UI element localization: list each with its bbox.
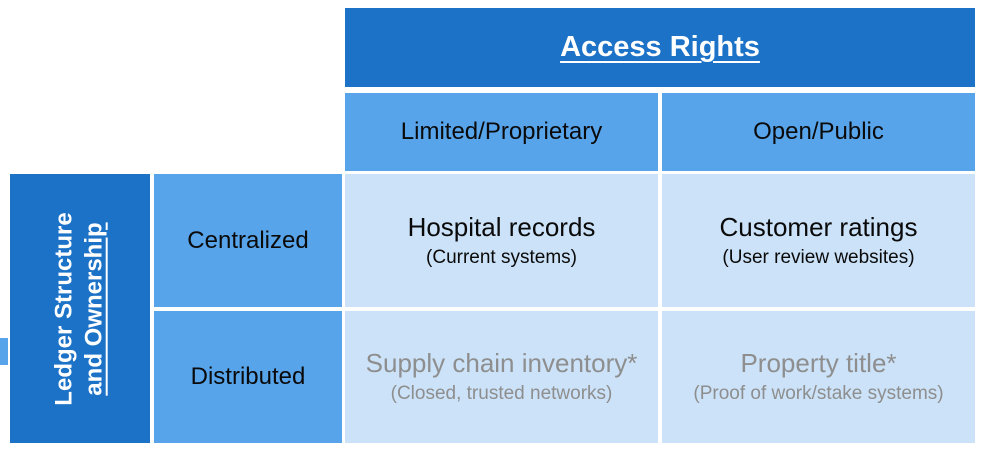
edge-artifact-sliver <box>0 338 8 365</box>
cell-subtitle: (Closed, trusted networks) <box>390 383 613 405</box>
cell-centralized-open: Customer ratings (User review websites) <box>662 174 975 307</box>
cell-centralized-limited: Hospital records (Current systems) <box>345 174 658 307</box>
cell-title: Hospital records <box>407 211 596 242</box>
column-header-open-public: Open/Public <box>662 93 975 171</box>
row-header-centralized: Centralized <box>154 174 342 307</box>
cell-distributed-limited: Supply chain inventory* (Closed, trusted… <box>345 311 658 443</box>
column-axis-title: Access Rights <box>560 31 760 63</box>
row-axis-header: Ledger Structure and Ownership <box>10 174 150 443</box>
row-header-distributed: Distributed <box>154 311 342 443</box>
cell-subtitle: (User review websites) <box>722 246 915 268</box>
cell-title: Customer ratings <box>719 211 918 242</box>
row-axis-title-line1: Ledger Structure <box>51 211 78 406</box>
row-header-label: Centralized <box>187 226 309 254</box>
cell-title: Property title* <box>740 348 897 379</box>
cell-subtitle: (Current systems) <box>426 246 577 268</box>
row-axis-title: Ledger Structure and Ownership <box>50 212 110 405</box>
row-header-label: Distributed <box>190 363 306 390</box>
cell-title: Supply chain inventory* <box>365 348 638 379</box>
column-header-label: Limited/Proprietary <box>400 118 603 145</box>
cell-subtitle: (Proof of work/stake systems) <box>693 383 944 405</box>
row-axis-title-line2: and Ownership <box>81 221 108 396</box>
column-axis-header: Access Rights <box>345 8 975 87</box>
column-header-label: Open/Public <box>753 118 884 145</box>
column-header-limited-proprietary: Limited/Proprietary <box>345 93 658 171</box>
cell-distributed-open: Property title* (Proof of work/stake sys… <box>662 311 975 443</box>
